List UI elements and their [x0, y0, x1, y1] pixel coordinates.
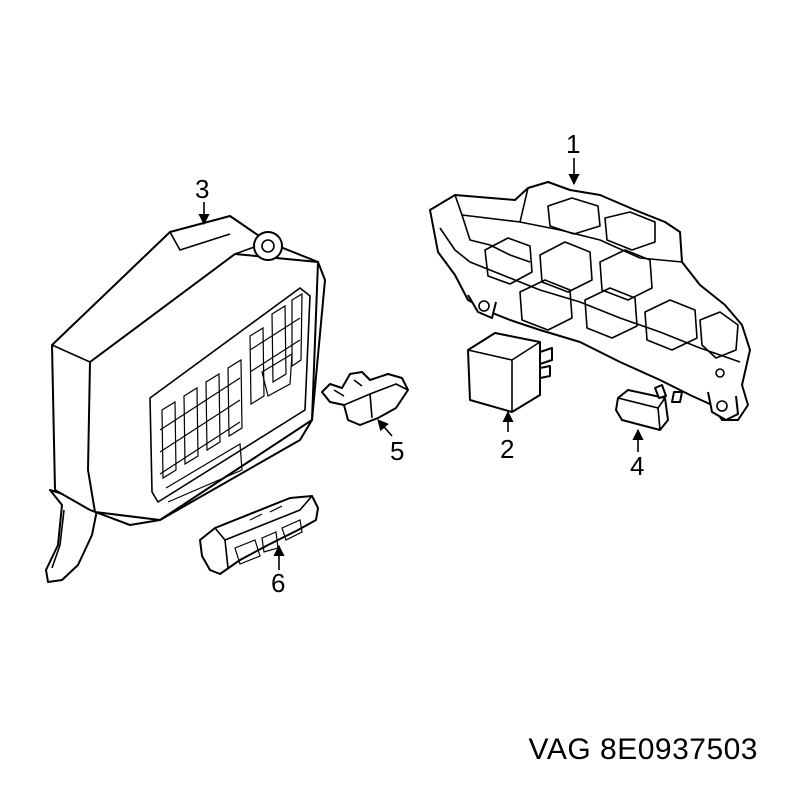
callout-label-6: 6	[271, 568, 285, 598]
callout-label-5: 5	[390, 436, 404, 466]
relay-carrier-panel	[429, 181, 751, 421]
mini-fuse-part-4	[615, 384, 683, 431]
fuse-box-cover	[45, 215, 326, 583]
relay	[467, 332, 553, 413]
callout-label-1: 1	[566, 129, 580, 159]
part-number-caption: VAG 8E0937503	[528, 733, 758, 766]
fuse-strip	[199, 495, 319, 575]
callout-label-2: 2	[500, 434, 514, 464]
callout-label-4: 4	[630, 451, 644, 481]
blade-fuse	[321, 371, 409, 426]
callout-arrows	[198, 158, 644, 570]
callout-label-3: 3	[195, 174, 209, 204]
callout-arrow-5	[377, 419, 393, 437]
